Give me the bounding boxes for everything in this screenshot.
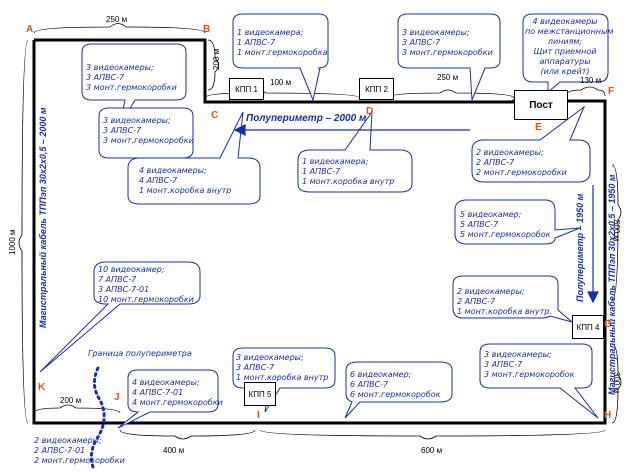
kpp5-box: КПП 5 xyxy=(244,382,276,406)
callout-c6: 1 видеокамера; 1 АПВС-7 1 монт.коробка в… xyxy=(302,157,395,186)
callout-c7: 4 видеокамеры по межстанционным линиям; … xyxy=(525,17,614,76)
dimension-lines xyxy=(18,23,622,440)
cable-right-label: Магистральный кабель ТППэп 30х2х0,5 – 19… xyxy=(607,174,617,395)
dim-ih: 600 м xyxy=(421,446,443,455)
point-D: D xyxy=(366,106,374,117)
post-box: Пост xyxy=(514,90,568,120)
callout-bubble-c2 xyxy=(98,107,194,172)
point-K: K xyxy=(38,382,46,393)
callout-c15: 4 видеокамеры; 4 АПВС-7-01 4 монт.гермок… xyxy=(132,378,223,407)
dim-ab: 250 м xyxy=(106,15,128,24)
kpp1-box: КПП 1 xyxy=(229,78,264,100)
callout-bubble-c7 xyxy=(522,13,609,94)
dim-b-down: 200 м xyxy=(212,48,221,70)
boundary-label: Граница полупериметра xyxy=(88,349,192,358)
dim-left: 1000 м xyxy=(8,229,17,255)
callout-bubble-c8 xyxy=(471,105,591,183)
callout-bubble-c11 xyxy=(39,261,201,373)
callout-bubble-c9 xyxy=(454,199,581,245)
callout-c10: 2 видеокамеры; 2 АПВС-7 1 монт.коробка в… xyxy=(457,287,552,316)
callout-c11: 10 видеокамер; 7 АПВС-7 3 АПВС-7-01 10 м… xyxy=(98,265,194,304)
dim-d-post: 250 м xyxy=(437,73,459,82)
perimeter-top-label: Полупериметр – 2000 м xyxy=(246,113,367,124)
perimeter-right-label: Полупериметр – 1950 м xyxy=(575,193,585,302)
dim-post-f: 130 м xyxy=(580,76,602,85)
kpp4-box: КПП 4 xyxy=(572,315,604,339)
callout-c4: 1 видеокамера; 1 АПВС-7 1 монт.гермокоро… xyxy=(237,28,328,57)
callout-bubble-c3 xyxy=(127,111,261,205)
callout-c14: 3 видеокамеры; 3 АПВС-7 3 монт.гермокоро… xyxy=(484,350,575,379)
point-C: C xyxy=(211,110,219,121)
callout-bubble-c13 xyxy=(344,361,453,419)
callout-bubble-c15 xyxy=(117,369,219,429)
callout-c5: 3 видеокамеры; 3 АПВС-7 3 монт.гермокоро… xyxy=(402,28,493,57)
dim-ki: 200 м xyxy=(60,396,82,405)
callout-c12: 3 видеокамеры; 3 АПВС-7 1 монт.коробка в… xyxy=(236,353,329,382)
callout-c13: 6 видеокамер; 6 АПВС-7 6 монт.гермокороб… xyxy=(350,370,441,399)
point-A: A xyxy=(26,24,34,35)
callout-bubble-c12 xyxy=(232,347,336,413)
point-H: H xyxy=(604,410,612,421)
point-I: I xyxy=(257,410,260,421)
point-E: E xyxy=(535,122,542,133)
callout-c3: 4 видеокамеры; 4 АПВС-7 1 монт.коробка в… xyxy=(139,166,232,195)
boundary-dotted-line xyxy=(89,366,106,472)
callout-c16: 2 видеокамеры; 2 АПВС-7-01 2 монт.гермок… xyxy=(34,436,125,465)
dim-ji: 400 м xyxy=(163,446,185,455)
callout-c9: 5 видеокамер; 5 АПВС-7 5 монт.гермокороб… xyxy=(460,210,551,239)
callout-bubble-c4 xyxy=(232,13,329,102)
dim-kpp-gap: 100 м xyxy=(270,78,292,87)
callout-bubble-c6 xyxy=(297,110,413,193)
point-G: G xyxy=(604,319,612,330)
point-J: J xyxy=(114,392,120,403)
callout-c8: 2 видеокамеры; 2 АПВС-7 2 монт.гермокоро… xyxy=(476,148,567,177)
callout-bubble-c14 xyxy=(479,343,599,419)
callout-bubble-c1 xyxy=(81,43,187,126)
point-F: F xyxy=(608,86,615,97)
point-B: B xyxy=(203,24,211,35)
callout-c2: 3 видеокамеры; 3 АПВС-7 3 монт.гермокоро… xyxy=(103,116,194,145)
callout-c1: 3 видеокамеры; 3 АПВС-7 3 монт.гермокоро… xyxy=(86,63,177,92)
cable-left-label: Магистральный кабель ТППэп 30х2х0,5 – 20… xyxy=(38,107,48,328)
kpp2-box: КПП 2 xyxy=(359,78,394,100)
callout-bubble-c5 xyxy=(397,13,501,101)
